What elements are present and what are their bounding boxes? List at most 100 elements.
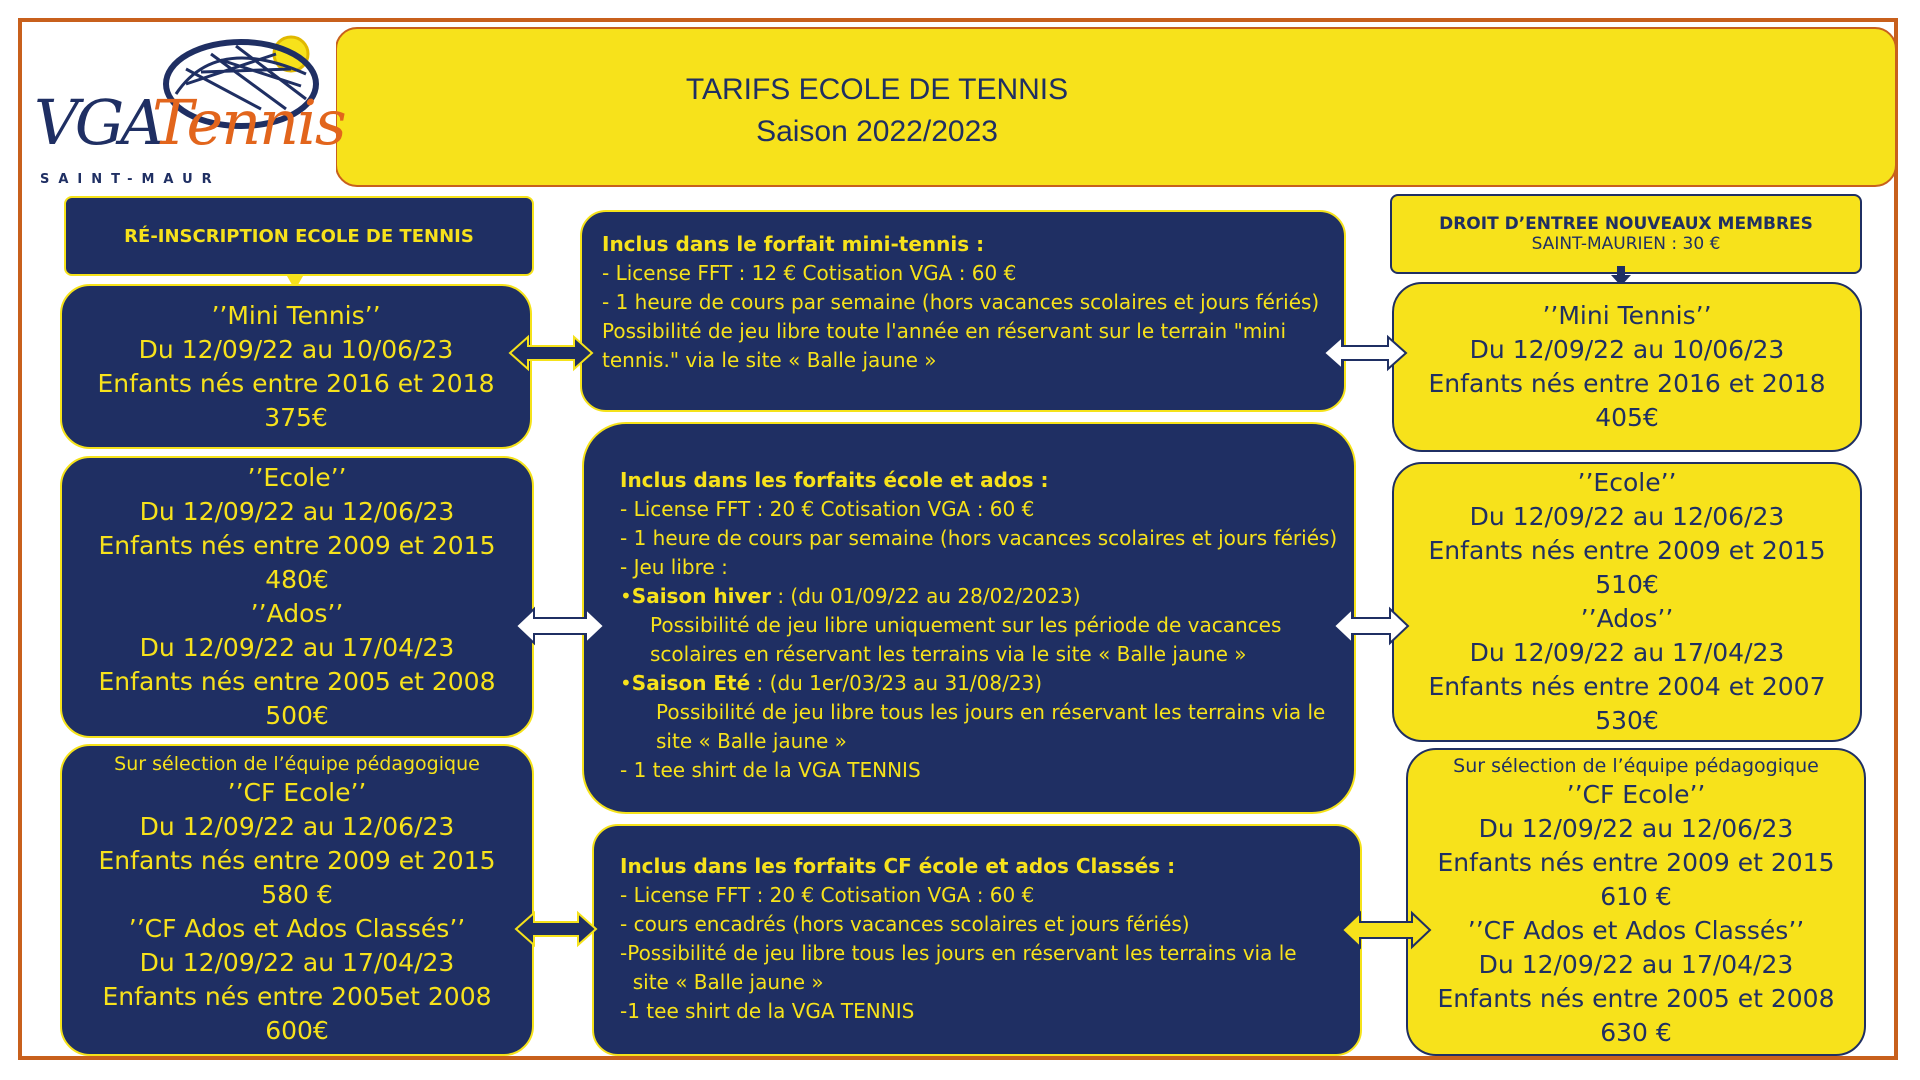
middle-ecole-line: - Jeu libre : bbox=[620, 555, 728, 579]
ete-dates: : (du 1er/03/23 au 31/08/23) bbox=[750, 671, 1043, 695]
middle-ecole-line: - 1 heure de cours par semaine (hors vac… bbox=[620, 526, 1338, 550]
right-cf-ecole-dates: Du 12/09/22 au 12/06/23 bbox=[1478, 814, 1794, 843]
left-cf-ados-dates: Du 12/09/22 au 17/04/23 bbox=[139, 948, 455, 977]
left-ados-price: 500€ bbox=[265, 701, 329, 730]
left-mini-price: 375€ bbox=[264, 402, 328, 432]
right-ecole-price: 510€ bbox=[1595, 570, 1659, 599]
left-ecole-price: 480€ bbox=[265, 565, 329, 594]
right-ados-price: 530€ bbox=[1595, 706, 1659, 735]
right-cf-ecole-name: ’’CF Ecole’’ bbox=[1566, 780, 1706, 809]
tennis-racket-logo-icon bbox=[163, 35, 319, 129]
right-ecole-card: ’’Ecole’’ Du 12/09/22 au 12/06/23 Enfant… bbox=[1392, 462, 1862, 742]
middle-cf-line: site « Balle jaune » bbox=[620, 970, 824, 994]
arrow-down-icon bbox=[1611, 266, 1631, 286]
right-ados-ages: Enfants nés entre 2004 et 2007 bbox=[1428, 672, 1826, 701]
new-members-fee: SAINT-MAURIEN : 30 € bbox=[1531, 234, 1721, 254]
hiver-label: Saison hiver bbox=[631, 584, 771, 608]
double-arrow-icon bbox=[1322, 334, 1408, 372]
middle-ecole-line: Possibilité de jeu libre tous les jours … bbox=[656, 700, 1326, 724]
left-ados-dates: Du 12/09/22 au 17/04/23 bbox=[139, 633, 455, 662]
right-cf-ecole-ages: Enfants nés entre 2009 et 2015 bbox=[1437, 848, 1835, 877]
hiver-dates: : (du 01/09/22 au 28/02/2023) bbox=[770, 584, 1081, 608]
left-cf-ados-price: 600€ bbox=[265, 1016, 329, 1045]
middle-mini-line: Possibilité de jeu libre toute l'année e… bbox=[602, 319, 1287, 343]
bullet-icon: • bbox=[620, 671, 632, 695]
middle-ecole-title: Inclus dans les forfaits école et ados : bbox=[620, 468, 1049, 492]
double-arrow-icon bbox=[1340, 910, 1432, 950]
reinscription-header: RÉ-INSCRIPTION ECOLE DE TENNIS bbox=[64, 196, 534, 276]
right-cf-ados-price: 630 € bbox=[1600, 1018, 1672, 1047]
right-ados-dates: Du 12/09/22 au 17/04/23 bbox=[1469, 638, 1785, 667]
middle-ecole-line: Possibilité de jeu libre uniquement sur … bbox=[650, 613, 1282, 637]
right-cf-ecole-price: 610 € bbox=[1600, 882, 1672, 911]
double-arrow-icon bbox=[514, 910, 598, 948]
logo-subtitle: SAINT-MAUR bbox=[40, 172, 221, 187]
vga-tennis-logo: VGA Tennis SAINT-MAUR bbox=[26, 24, 347, 194]
logo-tennis-text: Tennis bbox=[152, 86, 347, 159]
title-line-1: TARIFS ECOLE DE TENNIS bbox=[685, 73, 1069, 106]
double-arrow-icon bbox=[514, 606, 606, 646]
middle-ecole-line: - License FFT : 20 € Cotisation VGA : 60… bbox=[620, 497, 1035, 521]
right-cf-ados-name: ’’CF Ados et Ados Classés’’ bbox=[1467, 916, 1805, 945]
middle-cf-line: - cours encadrés (hors vacances scolaire… bbox=[620, 912, 1190, 936]
right-cf-note: Sur sélection de l’équipe pédagogique bbox=[1453, 755, 1819, 777]
double-arrow-icon bbox=[508, 334, 594, 372]
double-arrow-icon bbox=[1332, 606, 1410, 646]
left-mini-card: ’’Mini Tennis’’ Du 12/09/22 au 10/06/23 … bbox=[60, 284, 532, 449]
middle-ecole-line: - 1 tee shirt de la VGA TENNIS bbox=[620, 758, 921, 782]
middle-mini-title: Inclus dans le forfait mini-tennis : bbox=[602, 232, 985, 256]
left-ados-ages: Enfants nés entre 2005 et 2008 bbox=[98, 667, 496, 696]
left-ecole-name: ’’Ecole’’ bbox=[247, 463, 347, 492]
right-ados-name: ’’Ados’’ bbox=[1580, 604, 1674, 633]
right-ecole-name: ’’Ecole’’ bbox=[1577, 468, 1677, 497]
title-line-2: Saison 2022/2023 bbox=[756, 115, 998, 148]
middle-cf-info: Inclus dans les forfaits CF école et ado… bbox=[592, 824, 1362, 1056]
logo-vga-text: VGA bbox=[34, 86, 165, 159]
right-mini-card: ’’Mini Tennis’’ Du 12/09/22 au 10/06/23 … bbox=[1392, 282, 1862, 452]
left-cf-ados-ages: Enfants nés entre 2005et 2008 bbox=[102, 982, 492, 1011]
new-members-label: DROIT D’ENTREE NOUVEAUX MEMBRES bbox=[1439, 214, 1813, 234]
middle-ecole-ete: •Saison Eté : (du 1er/03/23 au 31/08/23) bbox=[620, 669, 1334, 698]
left-cf-ecole-dates: Du 12/09/22 au 12/06/23 bbox=[139, 812, 455, 841]
left-cf-card: Sur sélection de l’équipe pédagogique ’’… bbox=[60, 744, 534, 1056]
left-cf-ecole-name: ’’CF Ecole’’ bbox=[227, 778, 367, 807]
left-ados-name: ’’Ados’’ bbox=[250, 599, 344, 628]
right-mini-ages: Enfants nés entre 2016 et 2018 bbox=[1428, 369, 1826, 398]
middle-cf-line: -Possibilité de jeu libre tous les jours… bbox=[620, 941, 1297, 965]
middle-cf-title: Inclus dans les forfaits CF école et ado… bbox=[620, 854, 1176, 878]
middle-mini-line: tennis." via le site « Balle jaune » bbox=[602, 348, 937, 372]
left-cf-ados-name: ’’CF Ados et Ados Classés’’ bbox=[128, 914, 466, 943]
new-members-header: DROIT D’ENTREE NOUVEAUX MEMBRES SAINT-MA… bbox=[1390, 194, 1862, 274]
bullet-icon: • bbox=[620, 584, 632, 608]
ete-label: Saison Eté bbox=[631, 671, 751, 695]
middle-mini-line: - 1 heure de cours par semaine (hors vac… bbox=[602, 290, 1320, 314]
right-cf-ados-dates: Du 12/09/22 au 17/04/23 bbox=[1478, 950, 1794, 979]
left-cf-ecole-price: 580 € bbox=[261, 880, 333, 909]
arrow-down-icon bbox=[287, 276, 303, 290]
middle-cf-line: - License FFT : 20 € Cotisation VGA : 60… bbox=[620, 883, 1035, 907]
right-cf-card: Sur sélection de l’équipe pédagogique ’’… bbox=[1406, 748, 1866, 1056]
reinscription-label: RÉ-INSCRIPTION ECOLE DE TENNIS bbox=[124, 225, 474, 247]
left-mini-dates: Du 12/09/22 au 10/06/23 bbox=[138, 334, 454, 364]
right-mini-name: ’’Mini Tennis’’ bbox=[1542, 301, 1712, 330]
title-banner: TARIFS ECOLE DE TENNIS Saison 2022/2023 bbox=[335, 27, 1897, 187]
middle-mini-info: Inclus dans le forfait mini-tennis : - L… bbox=[580, 210, 1346, 412]
left-ecole-card: ’’Ecole’’ Du 12/09/22 au 12/06/23 Enfant… bbox=[60, 456, 534, 738]
middle-mini-line: - License FFT : 12 € Cotisation VGA : 60… bbox=[602, 261, 1017, 285]
left-cf-note: Sur sélection de l’équipe pédagogique bbox=[114, 753, 480, 775]
left-ecole-dates: Du 12/09/22 au 12/06/23 bbox=[139, 497, 455, 526]
middle-ecole-line: site « Balle jaune » bbox=[656, 729, 847, 753]
right-mini-dates: Du 12/09/22 au 10/06/23 bbox=[1469, 335, 1785, 364]
left-mini-ages: Enfants nés entre 2016 et 2018 bbox=[97, 368, 495, 398]
page-title: TARIFS ECOLE DE TENNIS Saison 2022/2023 bbox=[337, 69, 1417, 153]
middle-ecole-info: Inclus dans les forfaits école et ados :… bbox=[582, 422, 1356, 814]
middle-cf-line: -1 tee shirt de la VGA TENNIS bbox=[620, 999, 915, 1023]
right-mini-price: 405€ bbox=[1595, 403, 1659, 432]
left-ecole-ages: Enfants nés entre 2009 et 2015 bbox=[98, 531, 496, 560]
middle-ecole-line: scolaires en réservant les terrains via … bbox=[650, 642, 1247, 666]
left-mini-name: ’’Mini Tennis’’ bbox=[211, 300, 381, 330]
middle-ecole-hiver: •Saison hiver : (du 01/09/22 au 28/02/20… bbox=[620, 582, 1334, 611]
right-ecole-ages: Enfants nés entre 2009 et 2015 bbox=[1428, 536, 1826, 565]
left-cf-ecole-ages: Enfants nés entre 2009 et 2015 bbox=[98, 846, 496, 875]
right-cf-ados-ages: Enfants nés entre 2005 et 2008 bbox=[1437, 984, 1835, 1013]
